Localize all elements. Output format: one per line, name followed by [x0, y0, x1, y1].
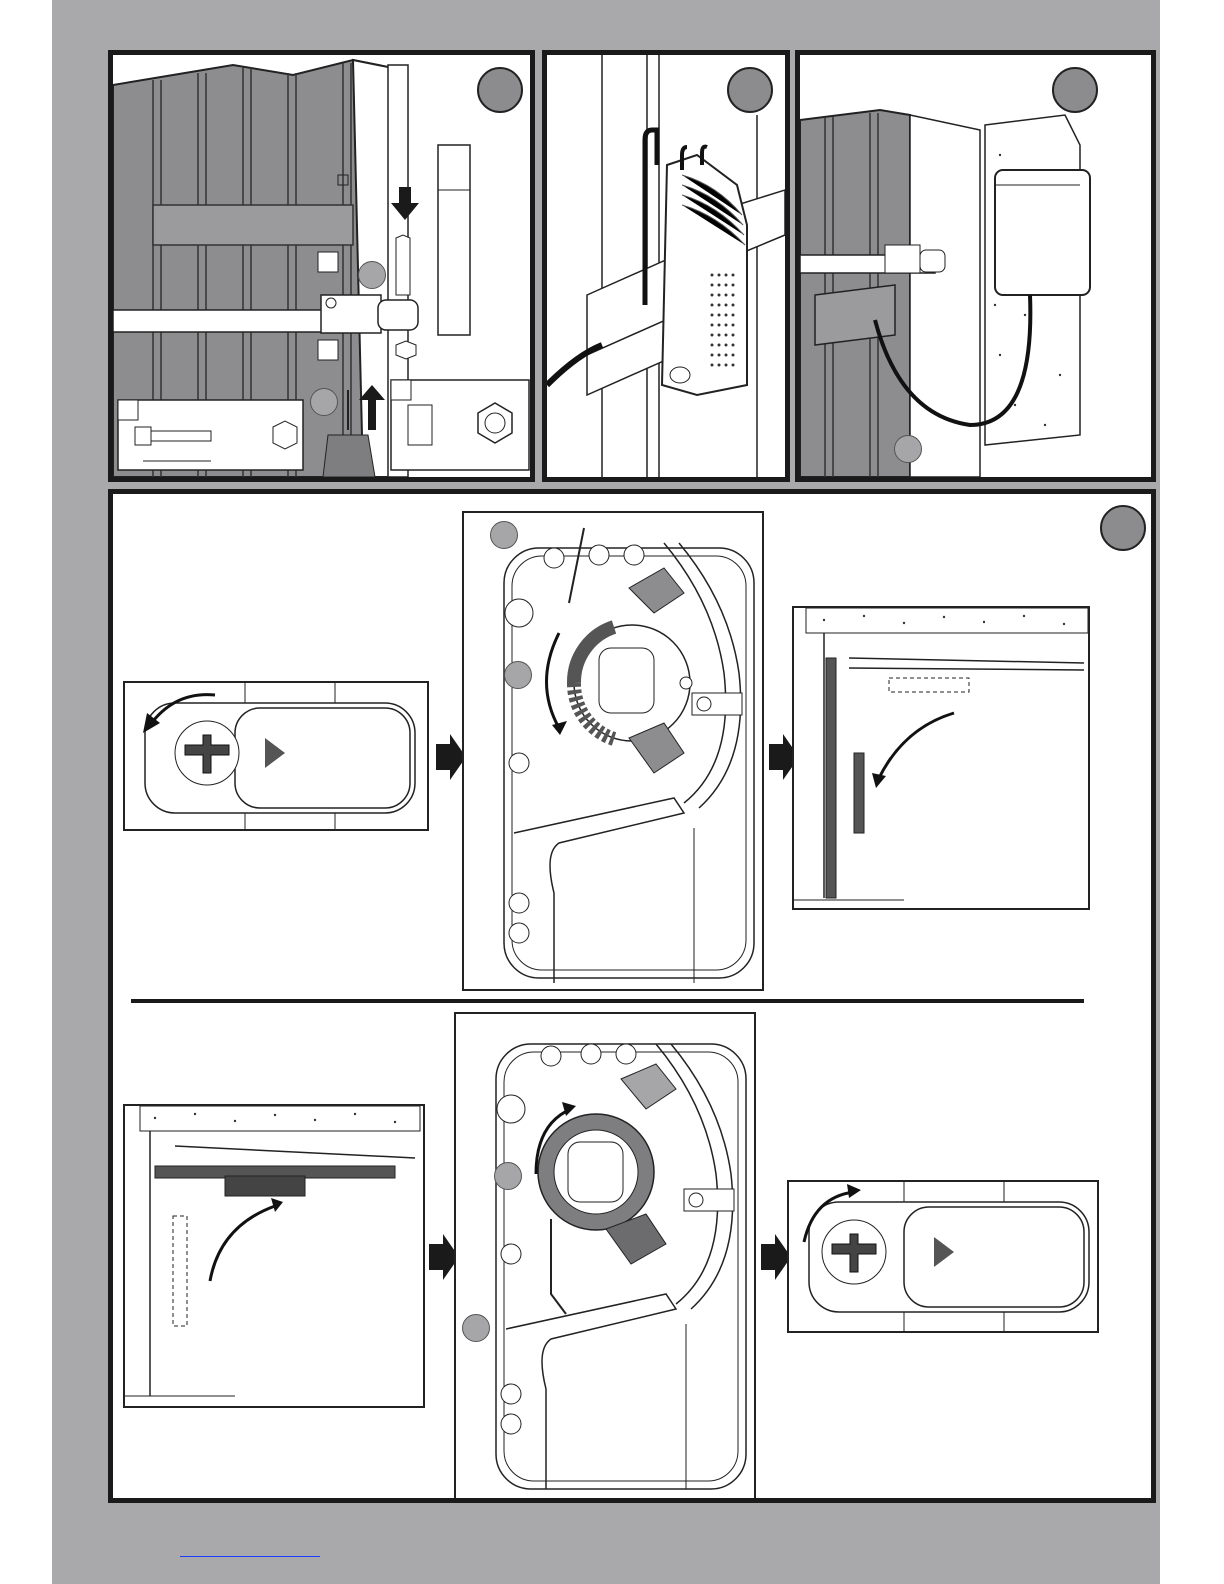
detail-badge — [894, 435, 922, 463]
figure-step-4 — [108, 489, 1156, 1503]
detail-badge — [310, 388, 338, 416]
figure-step-2 — [542, 50, 790, 482]
door-arm-detail-closed — [792, 606, 1090, 910]
release-knob-detail-close — [787, 1180, 1099, 1333]
step-badge — [1052, 67, 1098, 113]
detail-badge — [490, 521, 518, 549]
limit-switch-cam-detail-close — [454, 1012, 756, 1500]
limit-switch-cam-detail-open — [462, 511, 764, 991]
detail-badge — [462, 1314, 490, 1342]
release-knob-detail — [123, 681, 429, 831]
step-badge — [727, 67, 773, 113]
step-badge — [1100, 505, 1146, 551]
footer-link[interactable] — [180, 1556, 320, 1557]
figure-step-1 — [108, 50, 535, 482]
manual-page — [52, 0, 1160, 1584]
junction-box-illustration — [800, 55, 1151, 477]
step-badge — [477, 67, 523, 113]
figure-step-3 — [795, 50, 1156, 482]
section-divider — [131, 999, 1084, 1003]
control-unit-illustration — [547, 55, 785, 477]
door-arm-detail-open — [123, 1104, 425, 1408]
detail-badge — [494, 1162, 522, 1190]
detail-badge — [358, 261, 386, 289]
detail-badge — [504, 661, 532, 689]
